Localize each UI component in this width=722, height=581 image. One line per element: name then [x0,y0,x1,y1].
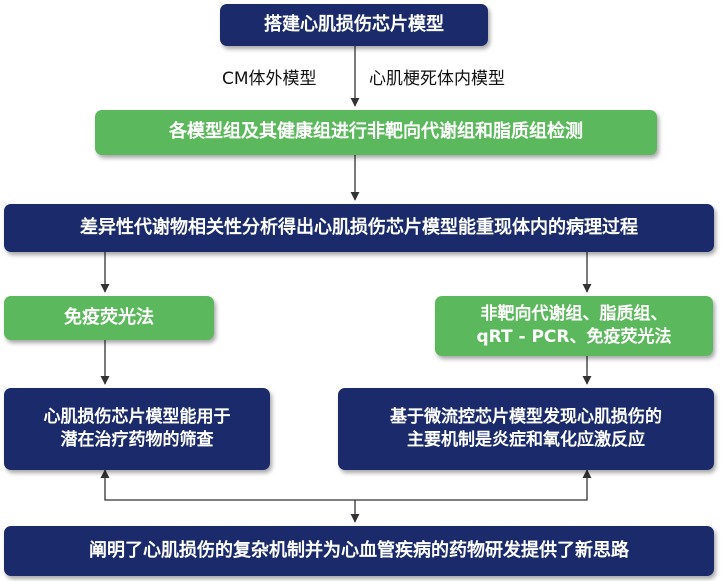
left-result-box: 心肌损伤芯片模型能用于 潜在治疗药物的筛查 [4,388,270,470]
top-box-label: 搭建心肌损伤芯片模型 [264,13,444,35]
arrow-bottom-to-left-result [100,469,355,501]
step3-label: 差异性代谢物相关性分析得出心肌损伤芯片模型能重现体内的病理过程 [80,216,638,238]
step3-box: 差异性代谢物相关性分析得出心肌损伤芯片模型能重现体内的病理过程 [4,204,714,252]
step2-label: 各模型组及其健康组进行非靶向代谢组和脂质组检测 [169,121,583,143]
right-result-line2: 主要机制是炎症和氧化应激反应 [407,430,645,450]
left-result-line2: 潜在治疗药物的筛查 [60,430,214,450]
top-box: 搭建心肌损伤芯片模型 [220,4,488,46]
bottom-box: 阐明了心肌损伤的复杂机制并为心血管疾病的药物研发提供了新思路 [4,526,714,576]
step2-box: 各模型组及其健康组进行非靶向代谢组和脂质组检测 [95,110,657,155]
arrow-bottom-to-right-result [355,469,592,501]
right-result-line1: 基于微流控芯片模型发现心肌损伤的 [390,407,662,428]
left-method-box: 免疫荧光法 [4,296,214,340]
left-method-label: 免疫荧光法 [64,306,154,328]
label-right: 心肌梗死体内模型 [369,69,505,89]
right-method-line2: qRT - PCR、免疫荧光法 [476,327,672,347]
right-method-line1: 非靶向代谢组、脂质组、 [480,304,668,325]
right-result-box: 基于微流控芯片模型发现心肌损伤的 主要机制是炎症和氧化应激反应 [338,388,714,470]
bottom-label: 阐明了心肌损伤的复杂机制并为心血管疾病的药物研发提供了新思路 [89,539,629,561]
label-left: CM体外模型 [222,69,317,89]
right-method-box: 非靶向代谢组、脂质组、 qRT - PCR、免疫荧光法 [435,296,713,356]
left-result-line1: 心肌损伤芯片模型能用于 [43,407,231,428]
